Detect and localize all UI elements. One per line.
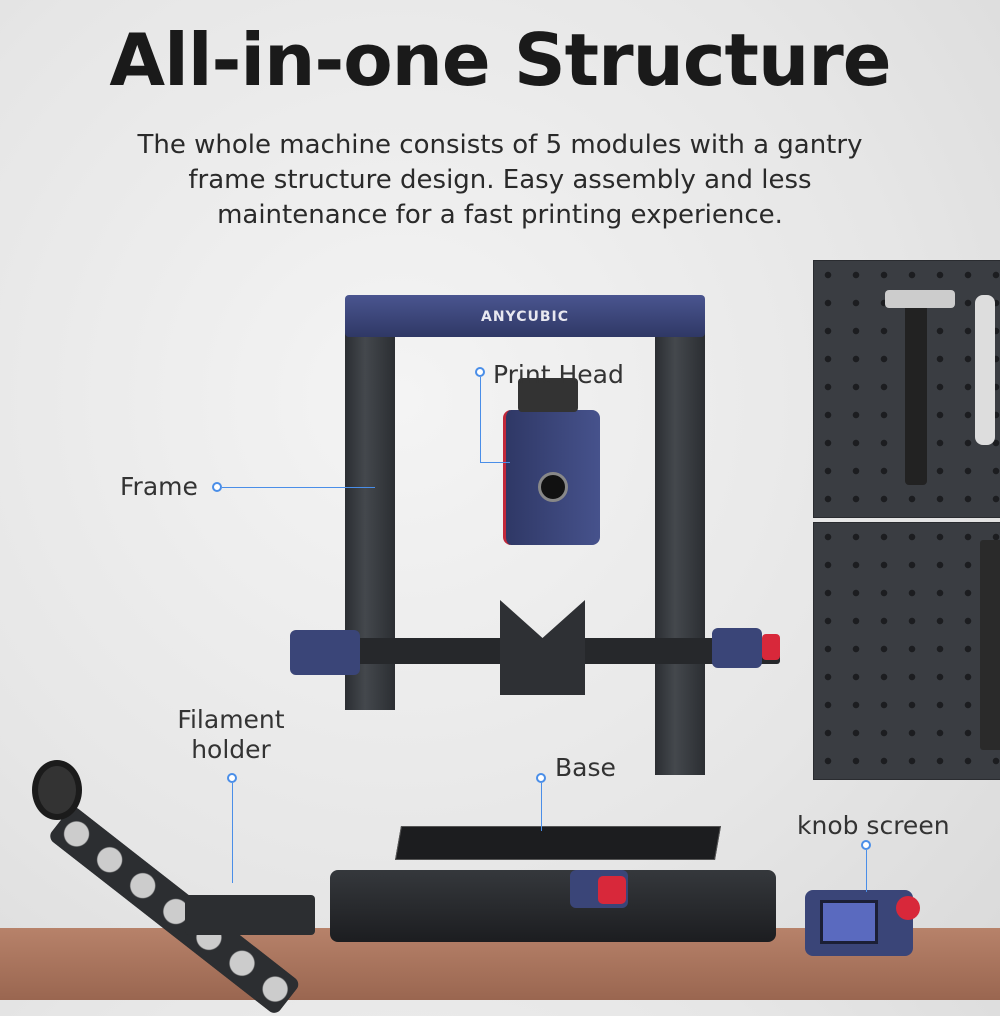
control-knob-icon [896,896,920,920]
label-print-head: Print Head [493,360,624,389]
label-base: Base [555,753,616,782]
filament-holder-base [185,895,315,935]
lcd-display [820,900,878,944]
label-knob-screen: knob screen [797,811,950,840]
callout-line [541,783,542,831]
label-filament-holder: Filament holder [175,705,287,765]
callout-dot [212,482,222,492]
callout-line [222,487,375,488]
subtitle-line: maintenance for a fast printing experien… [217,200,783,230]
callout-line [866,850,867,892]
frame-top-bar: ANYCUBIC [345,295,705,337]
print-bed [395,826,721,860]
pegboard-lower [813,522,1000,780]
callout-line [232,783,233,883]
spool-hub [32,760,82,820]
hammer-icon [905,300,927,485]
callout-dot [536,773,546,783]
subtitle-line: frame structure design. Easy assembly an… [188,165,812,195]
subtitle-line: The whole machine consists of 5 modules … [137,130,863,160]
hammer-head-icon [885,290,955,308]
y-knob [598,876,626,904]
label-line: holder [191,735,271,764]
label-line: Filament [177,705,285,734]
x-tensioner [712,628,762,668]
callout-dot [475,367,485,377]
label-frame: Frame [120,472,198,501]
brand-logo: ANYCUBIC [481,309,569,325]
base-body [330,870,776,942]
page-title: All-in-one Structure [109,18,891,102]
frame-right-post [655,330,705,775]
brush-icon [980,540,1000,750]
callout-line [480,377,481,462]
callout-dot [861,840,871,850]
carriage-plate [500,600,585,695]
tension-knob [762,634,780,660]
print-head-fan-icon [538,472,568,502]
extruder [518,378,578,412]
callout-line [480,462,510,463]
callout-dot [227,773,237,783]
wrench-icon [975,295,995,445]
z-motor-left [290,630,360,675]
